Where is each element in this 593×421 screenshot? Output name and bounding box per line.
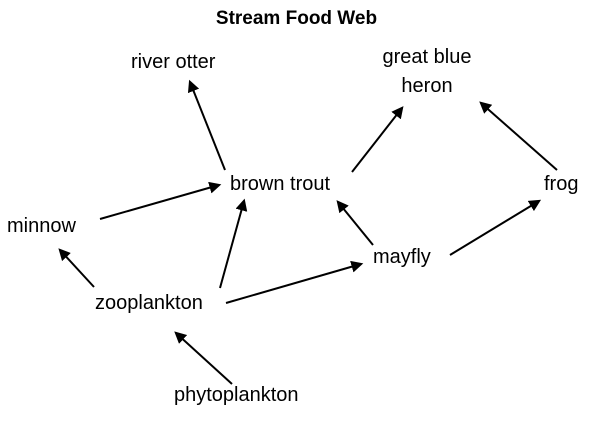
node-zooplankton: zooplankton bbox=[95, 292, 203, 314]
arrow-trout-to-otter bbox=[187, 79, 226, 171]
arrow-zoo-to-minnow bbox=[58, 248, 95, 288]
arrow-frog-to-heron bbox=[479, 101, 558, 171]
node-river-otter: river otter bbox=[131, 51, 216, 73]
node-minnow: minnow bbox=[7, 215, 76, 237]
arrow-zoo-to-trout bbox=[219, 198, 248, 289]
arrow-trout-to-heron bbox=[351, 106, 404, 173]
arrow-minnow-to-trout bbox=[99, 181, 222, 220]
arrow-zoo-to-mayfly bbox=[225, 260, 364, 304]
arrow-phyto-to-zoo bbox=[174, 331, 233, 385]
node-great-blue-heron-line2: heron bbox=[401, 75, 453, 97]
diagram-title: Stream Food Web bbox=[215, 8, 378, 29]
node-brown-trout: brown trout bbox=[230, 173, 331, 195]
node-great-blue-heron: great blue heron bbox=[372, 43, 482, 101]
arrow-mayfly-to-trout bbox=[336, 200, 374, 246]
node-phytoplankton: phytoplankton bbox=[174, 384, 299, 406]
node-frog: frog bbox=[544, 173, 579, 195]
node-great-blue-heron-line1: great blue bbox=[382, 46, 472, 68]
node-mayfly: mayfly bbox=[373, 246, 431, 268]
arrow-mayfly-to-frog bbox=[449, 199, 542, 256]
